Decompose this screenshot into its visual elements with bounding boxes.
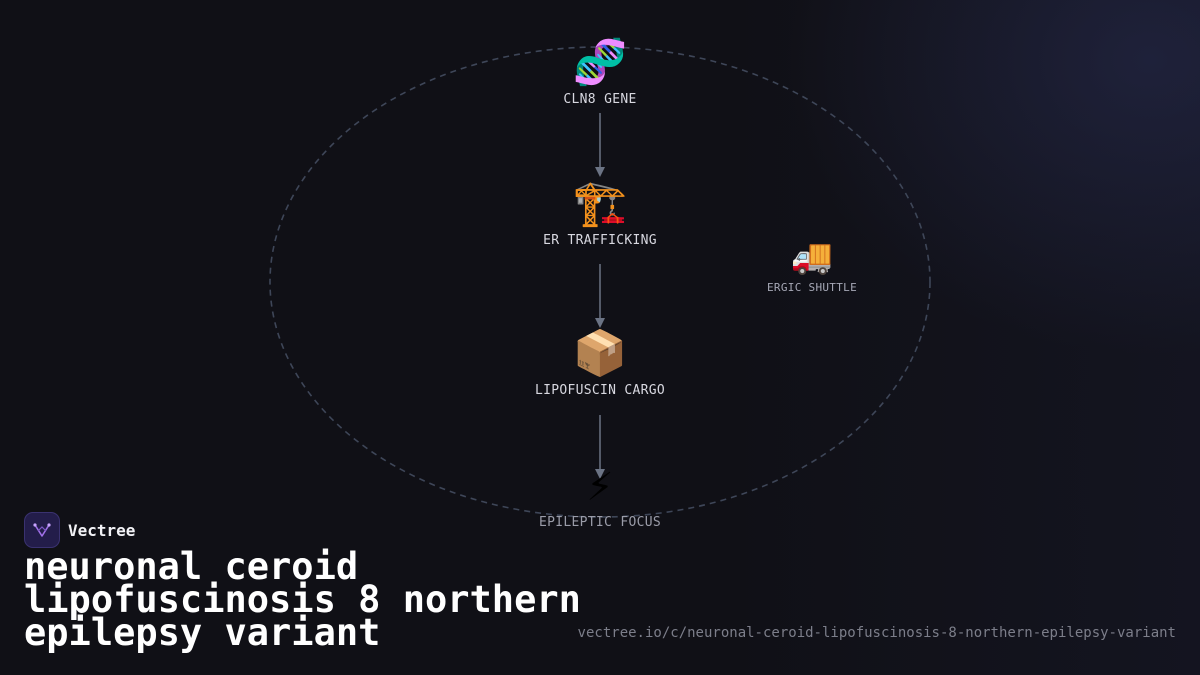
node-er-trafficking[interactable]: 🏗️ ER TRAFFICKING <box>543 178 657 249</box>
node-cln8-gene[interactable]: 🧬 CLN8 GENE <box>563 37 637 108</box>
construction-crane-icon: 🏗️ <box>572 178 628 229</box>
dashed-boundary-outline <box>269 46 931 518</box>
lightning-icon: ⚡ <box>586 460 614 511</box>
node-epileptic-focus[interactable]: ⚡ EPILEPTIC FOCUS <box>539 460 661 531</box>
node-lipofuscin-cargo[interactable]: 📦 LIPOFUSCIN CARGO <box>534 328 666 399</box>
delivery-truck-icon: 🚚 <box>790 237 834 277</box>
node-label: EPILEPTIC FOCUS <box>539 515 661 530</box>
page-url[interactable]: vectree.io/c/neuronal-ceroid-lipofuscino… <box>577 625 1176 641</box>
page-title: neuronal ceroid lipofuscinosis 8 norther… <box>24 545 581 654</box>
node-label: CLN8 GENE <box>563 92 637 107</box>
node-label: LIPOFUSCIN CARGO <box>534 383 666 398</box>
node-ergic-shuttle[interactable]: 🚚 ERGIC SHUTTLE <box>767 237 857 294</box>
brand-name: Vectree <box>68 520 136 540</box>
brand[interactable]: Vectree <box>24 512 135 548</box>
dna-icon: 🧬 <box>572 37 628 88</box>
node-label: ERGIC SHUTTLE <box>767 281 857 294</box>
node-label: ER TRAFFICKING <box>543 233 657 248</box>
package-icon: 📦 <box>572 328 628 379</box>
vectree-logo-icon <box>24 512 60 548</box>
